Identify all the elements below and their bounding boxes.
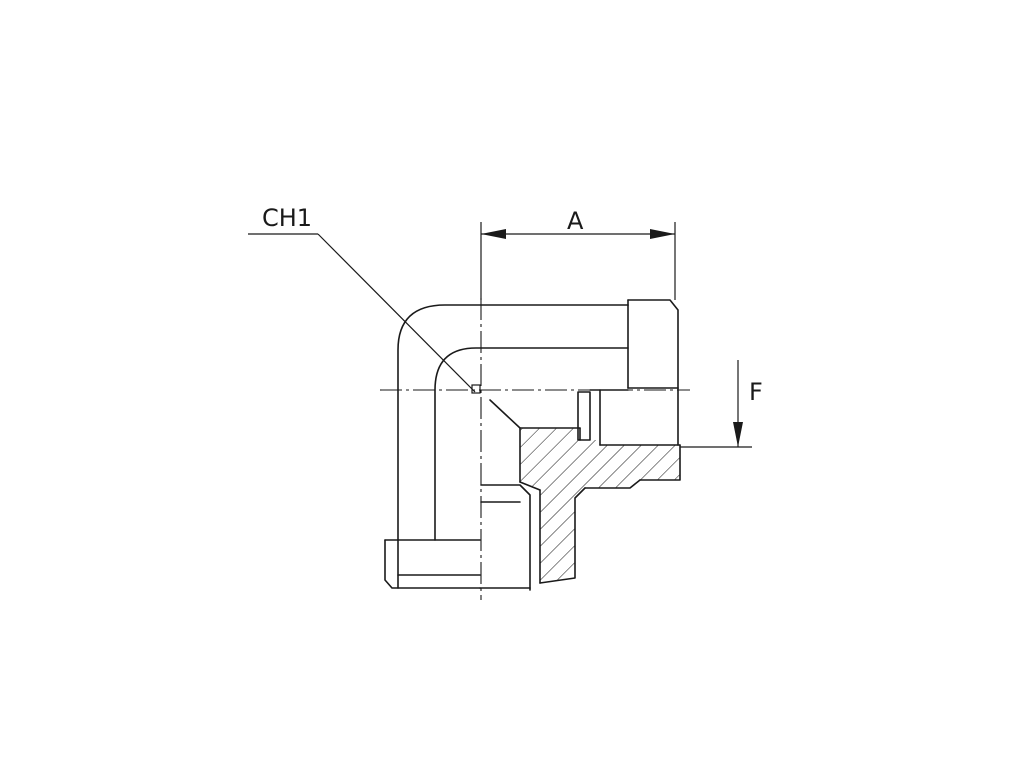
elbow-body bbox=[384, 299, 681, 591]
ch1-label: CH1 bbox=[262, 204, 312, 232]
dimension-a-label: A bbox=[567, 207, 584, 235]
dimension-f bbox=[680, 360, 752, 448]
dimension-a bbox=[480, 222, 676, 300]
section-hatching bbox=[520, 428, 680, 583]
ch1-leader bbox=[248, 233, 476, 393]
center-lines bbox=[380, 298, 690, 600]
dimension-f-label: F bbox=[749, 378, 763, 406]
